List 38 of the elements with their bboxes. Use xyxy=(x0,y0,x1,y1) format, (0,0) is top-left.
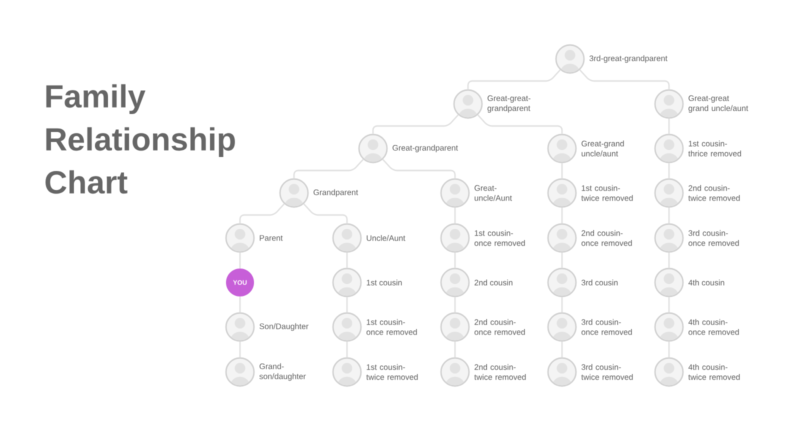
relation-label: 1st cousin- twice removed xyxy=(366,364,418,380)
connector-line xyxy=(579,69,670,90)
relation-label: 2nd cousin- twice removed xyxy=(688,185,740,201)
connector-line xyxy=(467,69,561,90)
relation-label: 3rd cousin- once removed xyxy=(582,319,632,335)
relation-label: Son/Daughter xyxy=(260,323,308,331)
connector-line xyxy=(239,203,285,224)
relation-label: 3rd cousin- once removed xyxy=(688,230,739,246)
relation-label: 3rd cousin xyxy=(582,280,618,286)
relation-label: Great-grandparent xyxy=(392,144,458,152)
chart-title: Family Relationship Chart xyxy=(46,84,235,194)
relation-label: Parent xyxy=(260,235,283,241)
relation-label: Great-great- grandparent xyxy=(488,95,530,113)
relation-label: 1st cousin xyxy=(366,280,402,286)
relation-label: Uncle/Aunt xyxy=(366,235,406,241)
connector-line xyxy=(477,114,563,134)
relation-label: Great-great grand uncle/aunt xyxy=(688,95,748,113)
connector-line xyxy=(372,114,459,134)
relation-label: Grandparent xyxy=(314,189,358,197)
relation-label: 3rd-great-grandparent xyxy=(590,55,668,63)
relation-label: 1st cousin- twice removed xyxy=(581,185,633,201)
relation-label: 2nd cousin- once removed xyxy=(582,230,632,246)
connector-line xyxy=(303,203,348,224)
relation-label: 1st cousin- thrice removed xyxy=(688,140,742,156)
relation-label: 3rd cousin- twice removed xyxy=(581,364,633,380)
relation-label: 1st cousin- once removed xyxy=(474,230,525,246)
relation-label: 4th cousin xyxy=(688,280,724,286)
relation-label: 1st cousin- once removed xyxy=(366,319,417,335)
relation-label: Great- uncle/Aunt xyxy=(474,185,512,201)
relation-label: 2nd cousin- once removed xyxy=(474,319,525,335)
relation-label: Grand- son/daughter xyxy=(259,363,306,381)
connector-line xyxy=(382,158,456,178)
relation-label: 2nd cousin- twice removed xyxy=(474,364,526,380)
relation-label: 2nd cousin xyxy=(474,280,512,286)
relation-label: Great-grand uncle/aunt xyxy=(582,140,624,156)
relation-label: 4th cousin- twice removed xyxy=(688,364,740,380)
connector-line xyxy=(293,158,364,178)
relation-label: 4th cousin- once removed xyxy=(688,319,739,335)
